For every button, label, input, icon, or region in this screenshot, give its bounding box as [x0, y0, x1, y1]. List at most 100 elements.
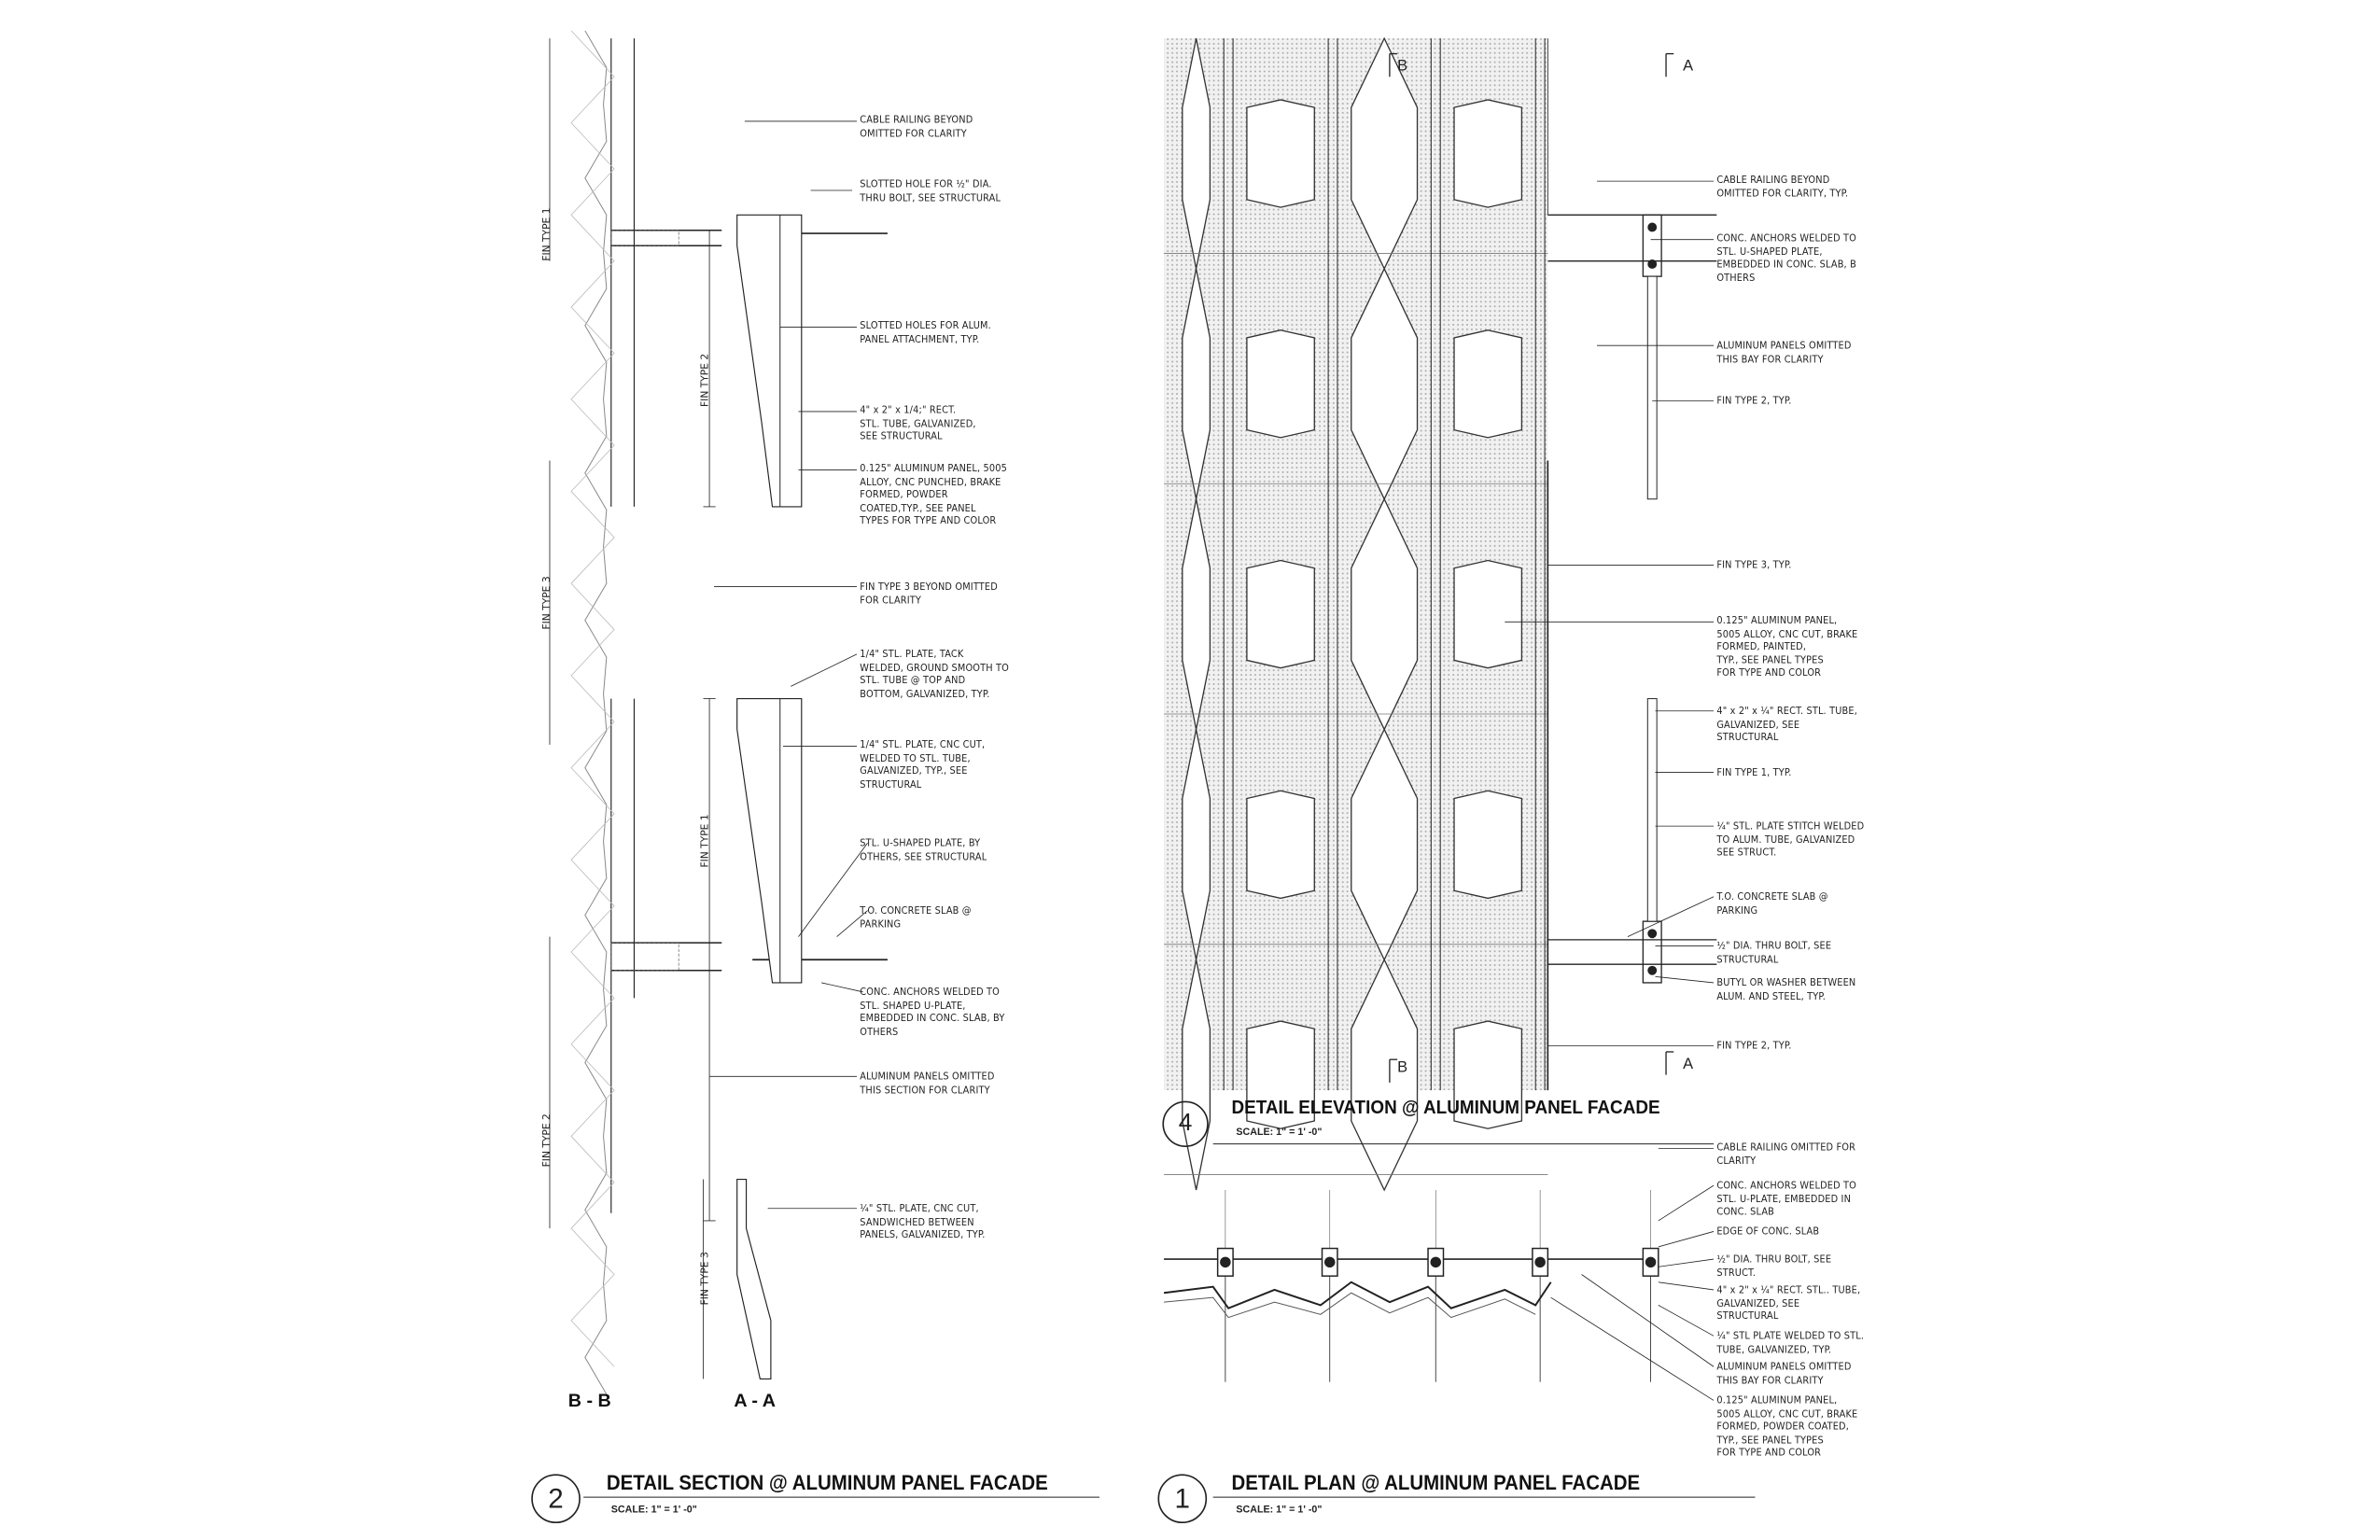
section-marker-b-top: B: [1397, 58, 1408, 76]
leader-line: [1655, 975, 1715, 984]
elevation-note: 4" x 2" x ¼" RECT. STL. TUBE, GALVANIZED…: [1716, 705, 1857, 744]
elevation-note: CONC. ANCHORS WELDED TO STL. U-SHAPED PL…: [1716, 231, 1857, 285]
elevation-scale: SCALE: 1" = 1' -0": [1236, 1127, 1323, 1139]
leader-line: [1550, 1296, 1715, 1401]
leader-line: [1581, 1274, 1715, 1367]
leader-line: [1658, 1281, 1715, 1291]
elevation-note: BUTYL OR WASHER BETWEEN ALUM. AND STEEL,…: [1716, 976, 1856, 1002]
bolt: [1647, 259, 1658, 269]
section-linework: [549, 30, 1099, 1498]
elevation-note: FIN TYPE 3, TYP.: [1716, 558, 1792, 572]
section-marker-b-bottom: B: [1397, 1059, 1408, 1077]
plan-note: ½" DIA. THRU BOLT, SEE STRUCT.: [1716, 1253, 1832, 1279]
section-note: SLOTTED HOLES FOR ALUM. PANEL ATTACHMENT…: [860, 319, 991, 345]
fin-type-label: FIN TYPE 1: [540, 207, 553, 261]
elevation-linework: [1164, 36, 1717, 1192]
panel-opening: [1453, 790, 1523, 900]
leader-line: [821, 982, 863, 993]
elevation-note: T.O. CONCRETE SLAB @ PARKING: [1716, 890, 1828, 917]
fin-profile: [736, 214, 803, 508]
leader-line: [791, 653, 858, 687]
fin-type-label: FIN TYPE 3: [540, 576, 553, 630]
section-note: CABLE RAILING BEYOND OMITTED FOR CLARITY: [860, 113, 973, 140]
plan-title: DETAIL PLAN @ ALUMINUM PANEL FACADE: [1231, 1471, 1641, 1494]
bolt: [1534, 1256, 1546, 1268]
elevation-note: FIN TYPE 2, TYP.: [1716, 394, 1792, 407]
section-note: STL. U-SHAPED PLATE, BY OTHERS, SEE STRU…: [860, 836, 987, 862]
bolt: [1645, 1256, 1657, 1268]
elevation-title: DETAIL ELEVATION @ ALUMINUM PANEL FACADE: [1231, 1096, 1660, 1118]
fin-type-2: [1646, 275, 1658, 500]
fin-type-label: FIN TYPE 3: [698, 1252, 711, 1306]
detail-number-2: 2: [531, 1474, 581, 1524]
plan-note: 0.125" ALUMINUM PANEL, 5005 ALLOY, CNC C…: [1716, 1393, 1858, 1460]
elevation-note: CABLE RAILING BEYOND OMITTED FOR CLARITY…: [1716, 173, 1849, 200]
bolt: [1323, 1256, 1336, 1268]
section-marker-a-top: A: [1683, 58, 1694, 76]
panel-opening: [1246, 99, 1315, 208]
panel-opening: [1453, 329, 1523, 439]
plan-linework: [1163, 1190, 1756, 1498]
panel-opening: [1246, 559, 1315, 669]
leader-lines: [709, 120, 1715, 1401]
aluminum-panel-plan: [1164, 1292, 1536, 1319]
elevation-note: ½" DIA. THRU BOLT, SEE STRUCTURAL: [1716, 939, 1832, 966]
section-note: ALUMINUM PANELS OMITTED THIS SECTION FOR…: [860, 1070, 995, 1097]
aluminum-panel-plan: [1163, 1281, 1552, 1309]
elevation-note: FIN TYPE 1, TYP.: [1716, 765, 1792, 779]
bolt: [1430, 1256, 1442, 1268]
section-scale: SCALE: 1" = 1' -0": [610, 1505, 697, 1516]
plan-note: 4" x 2" x ¼" RECT. STL.. TUBE, GALVANIZE…: [1716, 1283, 1861, 1323]
panel-opening: [1246, 790, 1315, 900]
plan-note: CABLE RAILING OMITTED FOR CLARITY: [1716, 1141, 1856, 1167]
leader-line: [798, 842, 868, 937]
section-note: ¼" STL. PLATE, CNC CUT, SANDWICHED BETWE…: [860, 1202, 986, 1241]
fin-type-label: FIN TYPE 2: [698, 353, 711, 407]
section-note: FIN TYPE 3 BEYOND OMITTED FOR CLARITY: [860, 580, 998, 607]
bolt: [1647, 222, 1658, 232]
elevation-note: ALUMINUM PANELS OMITTED THIS BAY FOR CLA…: [1716, 339, 1852, 365]
plan-note: EDGE OF CONC. SLAB: [1716, 1225, 1820, 1239]
bolt: [1220, 1256, 1231, 1268]
fin-type-label: FIN TYPE 1: [698, 814, 711, 868]
plan-note: ¼" STL PLATE WELDED TO STL. TUBE, GALVAN…: [1716, 1329, 1865, 1356]
bolt: [1647, 965, 1658, 975]
cut-label-b-b: B - B: [567, 1389, 611, 1411]
panel-opening: [1351, 958, 1419, 1192]
plan-scale: SCALE: 1" = 1' -0": [1236, 1505, 1323, 1516]
fin-profile: [736, 1178, 772, 1379]
section-note: SLOTTED HOLE FOR ½" DIA. THRU BOLT, SEE …: [860, 177, 1001, 204]
plan-note: ALUMINUM PANELS OMITTED THIS BAY FOR CLA…: [1716, 1360, 1852, 1386]
cut-label-a-a: A - A: [734, 1389, 777, 1411]
anchor-plate: [610, 942, 679, 972]
section-note: 1/4" STL. PLATE, TACK WELDED, GROUND SMO…: [860, 648, 1010, 700]
panel-opening: [1453, 99, 1523, 208]
panel-opening: [1453, 1020, 1523, 1129]
leader-line: [1658, 1184, 1715, 1222]
section-note: 0.125" ALUMINUM PANEL, 5005 ALLOY, CNC P…: [860, 462, 1008, 527]
leader-line: [836, 910, 868, 937]
elevation-note: 0.125" ALUMINUM PANEL, 5005 ALLOY, CNC C…: [1716, 614, 1858, 679]
leader-line: [1627, 896, 1715, 937]
section-note: 4" x 2" x 1/4;" RECT. STL. TUBE, GALVANI…: [860, 403, 976, 443]
panel-opening: [1453, 559, 1523, 669]
plan-note: CONC. ANCHORS WELDED TO STL. U-PLATE, EM…: [1716, 1179, 1857, 1218]
section-title: DETAIL SECTION @ ALUMINUM PANEL FACADE: [606, 1471, 1048, 1494]
section-marker-a-bottom: A: [1683, 1056, 1694, 1073]
leader-line: [1658, 1231, 1715, 1248]
panel-opening: [1246, 329, 1315, 439]
panel-profile-beyond: [570, 30, 615, 1367]
panel-opening: [1246, 1020, 1315, 1129]
detail-number-4: 4: [1162, 1100, 1209, 1147]
panel-profile: [584, 30, 608, 1395]
elevation-note: ¼" STL. PLATE STITCH WELDED TO ALUM. TUB…: [1716, 819, 1865, 859]
leader-line: [1658, 1305, 1715, 1337]
elevation-note: FIN TYPE 2, TYP.: [1716, 1039, 1792, 1052]
detail-number-1: 1: [1157, 1474, 1208, 1524]
leader-line: [1658, 1258, 1715, 1267]
anchor-plate: [610, 230, 679, 246]
fin-type-1: [1646, 698, 1658, 922]
section-note: 1/4" STL. PLATE, CNC CUT, WELDED TO STL.…: [860, 738, 986, 791]
